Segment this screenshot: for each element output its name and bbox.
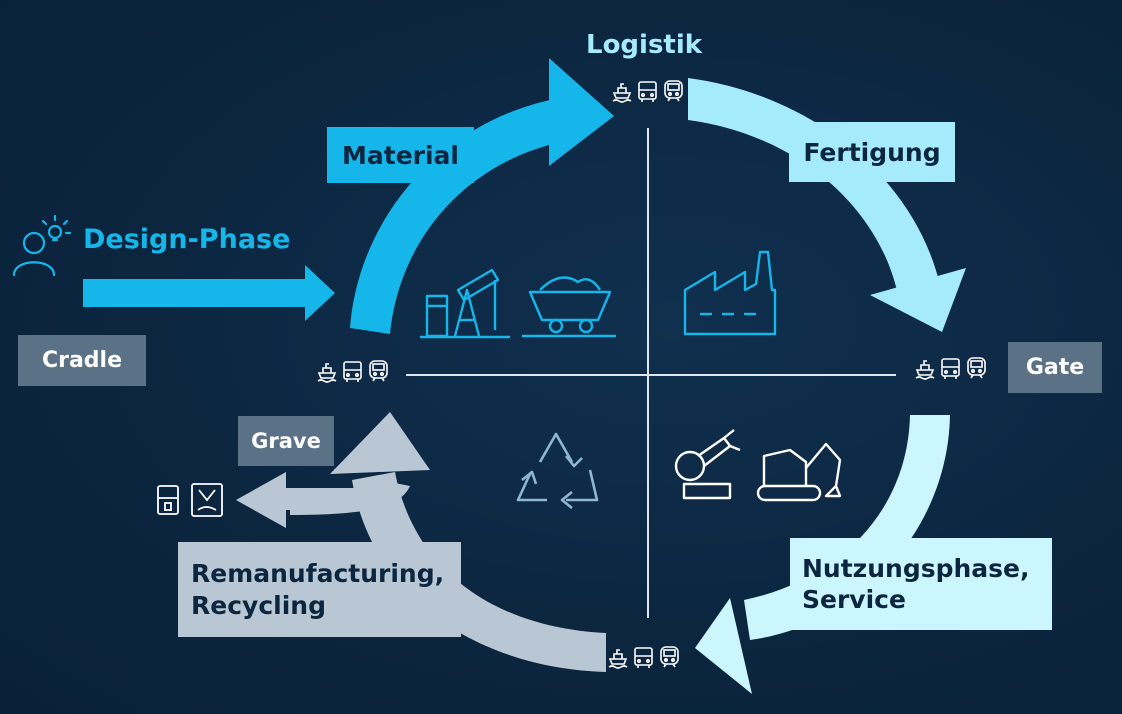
factory-icon xyxy=(683,250,777,336)
material-arrow xyxy=(350,58,614,334)
transport-icons-left xyxy=(317,360,388,383)
gate-label: Gate xyxy=(1008,342,1102,393)
nutzungsphase-label: Nutzungsphase, Service xyxy=(790,538,1052,630)
design-phase-label: Design-Phase xyxy=(83,224,291,255)
cradle-label: Cradle xyxy=(18,335,146,386)
fertigung-arrow xyxy=(688,78,966,332)
reman-line1: Remanufacturing, xyxy=(191,558,445,588)
remanufacturing-label: Remanufacturing, Recycling xyxy=(178,542,461,637)
logistik-label: Logistik xyxy=(586,30,703,60)
grave-arrow xyxy=(236,472,375,528)
material-label: Material xyxy=(327,127,474,183)
recycle-icon xyxy=(516,432,599,510)
transport-icons-right xyxy=(915,357,986,380)
person-idea-icon xyxy=(12,214,72,277)
robot-arm-icon xyxy=(674,429,741,500)
oil-pump-icon xyxy=(420,268,510,339)
reman-line2: Recycling xyxy=(191,590,326,620)
nutzungsphase-line2: Service xyxy=(802,585,906,614)
transport-icons-bottom xyxy=(608,646,679,669)
grave-label: Grave xyxy=(238,416,334,466)
transport-icons-top xyxy=(612,80,683,103)
design-phase-arrow xyxy=(83,265,335,321)
mine-cart-icon xyxy=(522,276,616,338)
nutzungsphase-line1: Nutzungsphase, xyxy=(802,554,1030,583)
fertigung-label: Fertigung xyxy=(789,122,955,182)
excavator-icon xyxy=(756,442,842,502)
disposal-icons xyxy=(157,483,223,517)
